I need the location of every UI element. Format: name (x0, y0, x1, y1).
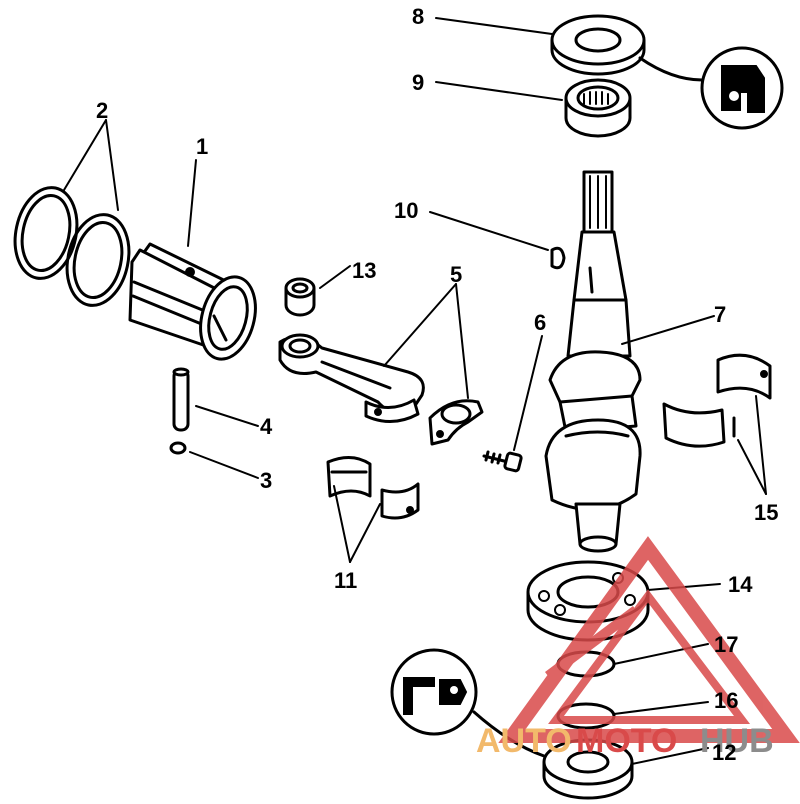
callout-9: 9 (412, 70, 424, 95)
rod-bearing-halves (326, 456, 420, 520)
lower-seal (542, 738, 634, 800)
callout-6: 6 (534, 310, 546, 335)
callout-3: 3 (260, 468, 272, 493)
callout-7: 7 (714, 302, 726, 327)
rod-cap (428, 399, 484, 446)
piston-pin (172, 367, 190, 432)
sealer-symbol-upper (638, 46, 784, 130)
callout-4: 4 (260, 414, 273, 439)
watermark-text-moto: MOTO (576, 722, 677, 760)
woodruff-key (550, 246, 566, 270)
watermark-text: AUTO MOTO HUB (476, 722, 774, 760)
leader-lines (63, 17, 767, 765)
watermark-text-hub: HUB (700, 722, 774, 760)
piston-rings (13, 186, 131, 307)
pin-retainer (169, 441, 187, 455)
callout-8: 8 (412, 4, 424, 29)
watermark (498, 536, 800, 743)
callout-10: 10 (394, 198, 418, 223)
callout-14: 14 (728, 572, 753, 597)
callout-11: 11 (334, 568, 357, 593)
callout-1: 1 (196, 134, 208, 159)
callout-16: 16 (714, 688, 738, 713)
callout-17: 17 (714, 632, 738, 657)
sealer-symbol-lower (390, 648, 546, 758)
upper-bearing (564, 78, 632, 138)
crankshaft (544, 170, 642, 553)
rod-cap-screw (482, 450, 523, 473)
watermark-text-auto: AUTO (476, 722, 572, 760)
callout-2: 2 (96, 98, 108, 123)
main-bearing-halves (662, 353, 772, 448)
callout-5: 5 (450, 262, 462, 287)
upper-seal (550, 14, 646, 76)
callout-labels: 1 2 3 4 5 6 7 8 9 10 11 12 13 14 15 16 1… (96, 4, 778, 765)
callout-12: 12 (712, 740, 736, 765)
callout-15: 15 (754, 500, 778, 525)
callout-13: 13 (352, 258, 376, 283)
connecting-rod (278, 333, 425, 423)
piston (128, 242, 257, 361)
wrist-pin-bearing (284, 277, 316, 317)
